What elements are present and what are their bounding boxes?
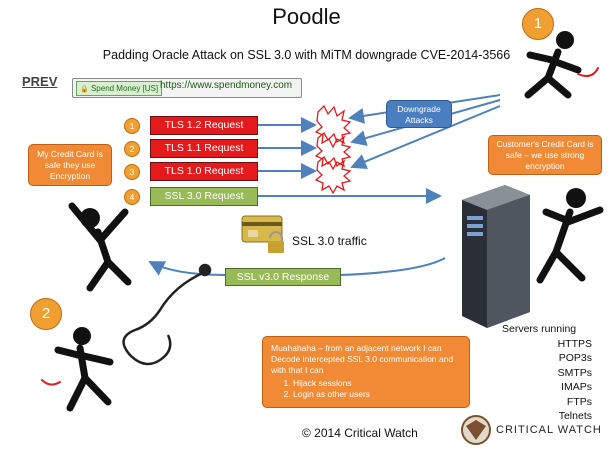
servers-list: Servers running HTTPS POP3s SMTPs IMAPs … [502, 322, 592, 424]
list-item: Login as other users [293, 389, 461, 400]
ssl-identity-badge: 🔒 Spend Money [US] [76, 81, 163, 96]
explosion-marks [314, 104, 352, 195]
hacker-callout-text: Muahahaha – from an adjacent network I c… [271, 343, 454, 375]
critical-watch-logo-icon [461, 415, 491, 445]
step-number: 3 [124, 164, 140, 180]
page-subtitle: Padding Oracle Attack on SSL 3.0 with Mi… [102, 48, 511, 62]
brand-name: CRITICAL WATCH [496, 424, 602, 436]
tls10-request: TLS 1.0 Request [150, 162, 258, 181]
list-item: POP3s [558, 352, 592, 364]
server-admin-figure [536, 188, 604, 284]
step-number: 2 [124, 141, 140, 157]
attacker-one-figure [524, 31, 599, 99]
copyright-text: © 2014 Critical Watch [302, 426, 418, 440]
step-number: 1 [124, 118, 140, 134]
list-item: SMTPs [557, 366, 592, 379]
ssl30-request: SSL 3.0 Request [150, 187, 258, 206]
list-item: HTTPS [557, 337, 592, 350]
server-icon [462, 185, 530, 328]
client-callout: My Credit Card is safe they use Encrypti… [28, 144, 112, 186]
padlock-icon [268, 231, 284, 253]
browser-url-text: https://www.spendmoney.com [160, 80, 293, 91]
attacker-two-figure [41, 327, 114, 412]
tls12-request: TLS 1.2 Request [150, 116, 258, 135]
stethoscope-icon [122, 263, 212, 366]
downgrade-arrow-3 [350, 105, 501, 170]
downgrade-callout: Downgrade Attacks [386, 100, 452, 128]
hacker-callout: Muahahaha – from an adjacent network I c… [262, 336, 470, 408]
servers-title: Servers running [502, 323, 577, 335]
hacker-capabilities-list: Hijack sessions Login as other users [271, 378, 461, 400]
lock-icon: 🔒 [80, 86, 89, 93]
customer-callout: Customer's Credit Card is safe – we use … [488, 135, 602, 175]
tls11-request: TLS 1.1 Request [150, 139, 258, 158]
page-title: Poodle [272, 4, 341, 29]
ssl-response-box: SSL v3.0 Response [225, 268, 341, 286]
credit-card-icon [241, 215, 283, 243]
client-figure [68, 202, 132, 292]
attacker-one-number: 1 [522, 8, 554, 40]
attacker-two-number: 2 [30, 298, 62, 330]
list-item: IMAPs [561, 381, 592, 393]
list-item: FTPs [566, 395, 592, 408]
list-item: Telnets [558, 410, 592, 422]
list-item: Hijack sessions [293, 378, 461, 389]
ssl-traffic-label: SSL 3.0 traffic [292, 234, 367, 248]
badge-label: Spend Money [US] [90, 84, 159, 93]
prev-link[interactable]: PREV [22, 74, 58, 89]
step-number: 4 [124, 189, 140, 205]
